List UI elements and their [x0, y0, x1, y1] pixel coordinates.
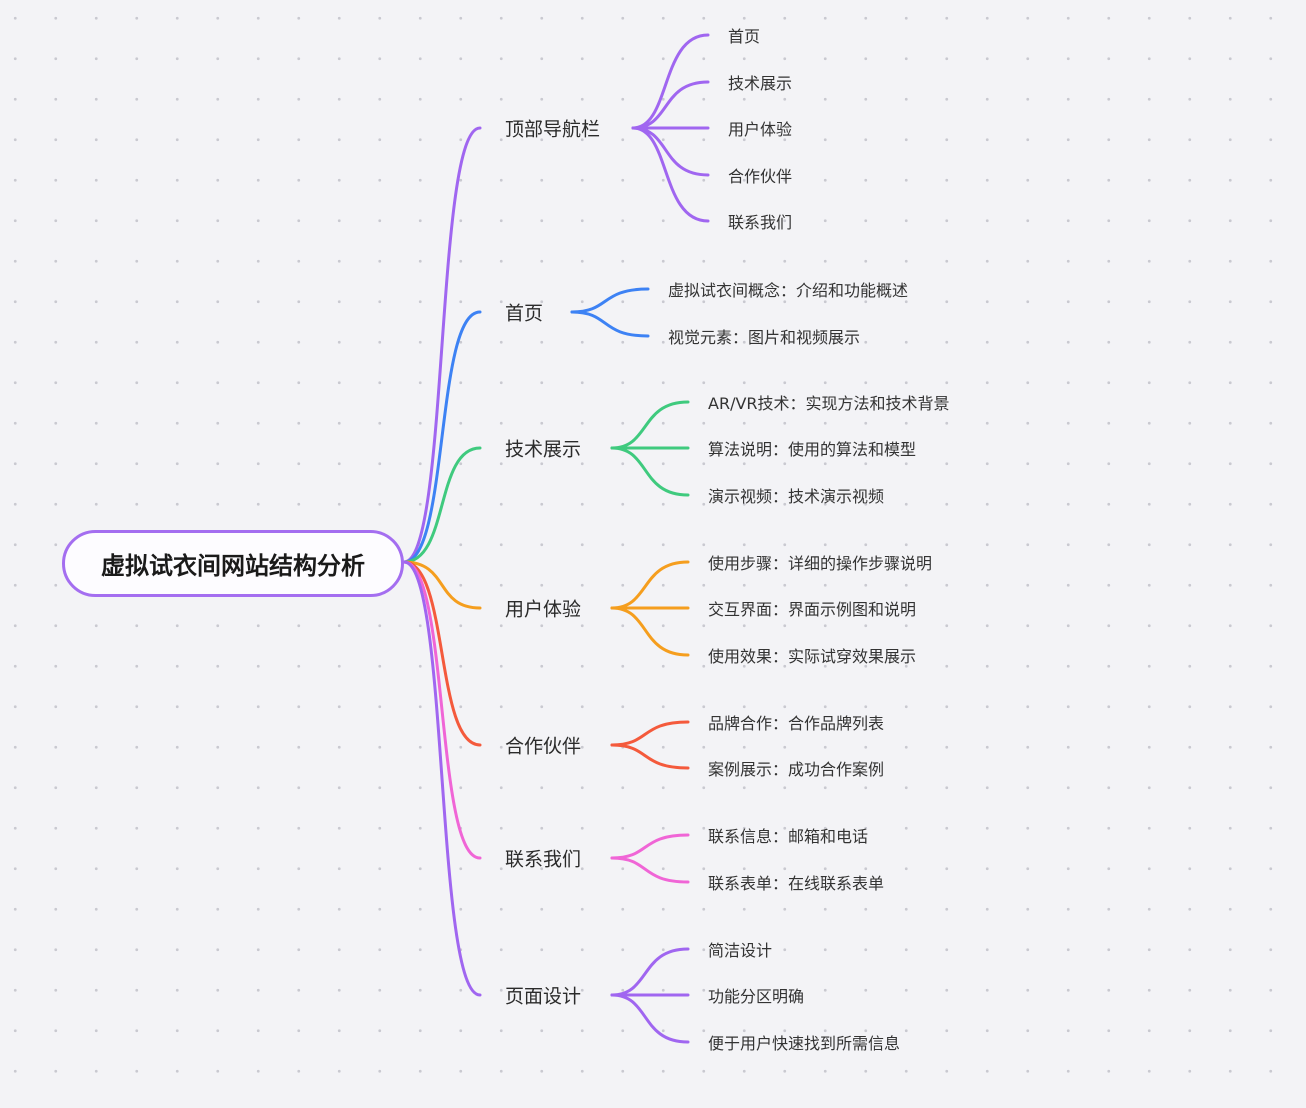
branch-node[interactable]: 页面设计: [505, 985, 582, 1008]
leaf-connector: [631, 80, 710, 130]
root-node[interactable]: 虚拟试衣间网站结构分析: [62, 530, 404, 597]
leaf-node[interactable]: 使用效果：实际试穿效果展示: [708, 647, 917, 666]
branch-connector: [402, 560, 482, 610]
branch-connector: [402, 560, 482, 860]
leaf-connector: [631, 126, 710, 177]
leaf-node[interactable]: 使用步骤：详细的操作步骤说明: [708, 554, 933, 573]
leaf-node[interactable]: 品牌合作：合作品牌列表: [708, 714, 885, 733]
leaf-node[interactable]: 联系表单：在线联系表单: [708, 874, 885, 893]
leaf-node[interactable]: 算法说明：使用的算法和模型: [708, 440, 917, 459]
leaf-connector: [610, 400, 690, 450]
leaf-node[interactable]: 演示视频：技术演示视频: [708, 487, 885, 506]
branch-connector: [402, 560, 482, 747]
leaf-connector: [610, 446, 690, 497]
branch-connector: [402, 560, 482, 997]
branch-connector: [402, 126, 482, 564]
leaf-node[interactable]: 用户体验: [728, 120, 793, 139]
leaf-connector: [570, 310, 650, 338]
branch-connector: [402, 446, 482, 564]
leaf-node[interactable]: 首页: [728, 27, 761, 46]
leaf-node[interactable]: AR/VR技术：实现方法和技术背景: [708, 394, 950, 413]
leaf-connector: [610, 947, 690, 997]
leaf-node[interactable]: 联系我们: [728, 213, 793, 232]
branch-node[interactable]: 用户体验: [505, 598, 582, 621]
leaf-node[interactable]: 技术展示: [728, 74, 793, 93]
leaf-connector: [610, 856, 690, 884]
leaf-node[interactable]: 案例展示：成功合作案例: [708, 760, 885, 779]
leaf-node[interactable]: 合作伙伴: [728, 167, 793, 186]
branch-connector: [402, 310, 482, 564]
branch-node[interactable]: 技术展示: [505, 438, 582, 461]
leaf-connector: [610, 743, 690, 770]
leaf-node[interactable]: 虚拟试衣间概念：介绍和功能概述: [668, 281, 909, 300]
leaf-connector: [631, 33, 710, 130]
branch-node[interactable]: 联系我们: [505, 848, 582, 871]
leaf-connector: [570, 287, 650, 314]
leaf-node[interactable]: 联系信息：邮箱和电话: [708, 827, 869, 846]
leaf-connector: [610, 993, 690, 1044]
branch-node[interactable]: 首页: [505, 302, 544, 325]
leaf-connector: [610, 833, 690, 860]
branch-node[interactable]: 合作伙伴: [505, 735, 582, 758]
leaf-connector: [631, 126, 710, 223]
leaf-node[interactable]: 简洁设计: [708, 941, 773, 960]
leaf-node[interactable]: 功能分区明确: [708, 987, 805, 1006]
leaf-node[interactable]: 便于用户快速找到所需信息: [708, 1034, 901, 1053]
leaf-connector: [610, 560, 690, 610]
leaf-connector: [610, 720, 690, 747]
leaf-node[interactable]: 交互界面：界面示例图和说明: [708, 600, 917, 619]
root-node-label: 虚拟试衣间网站结构分析: [101, 552, 365, 580]
leaf-connector: [610, 606, 690, 657]
branch-node[interactable]: 顶部导航栏: [505, 118, 601, 141]
leaf-node[interactable]: 视觉元素：图片和视频展示: [668, 328, 861, 347]
